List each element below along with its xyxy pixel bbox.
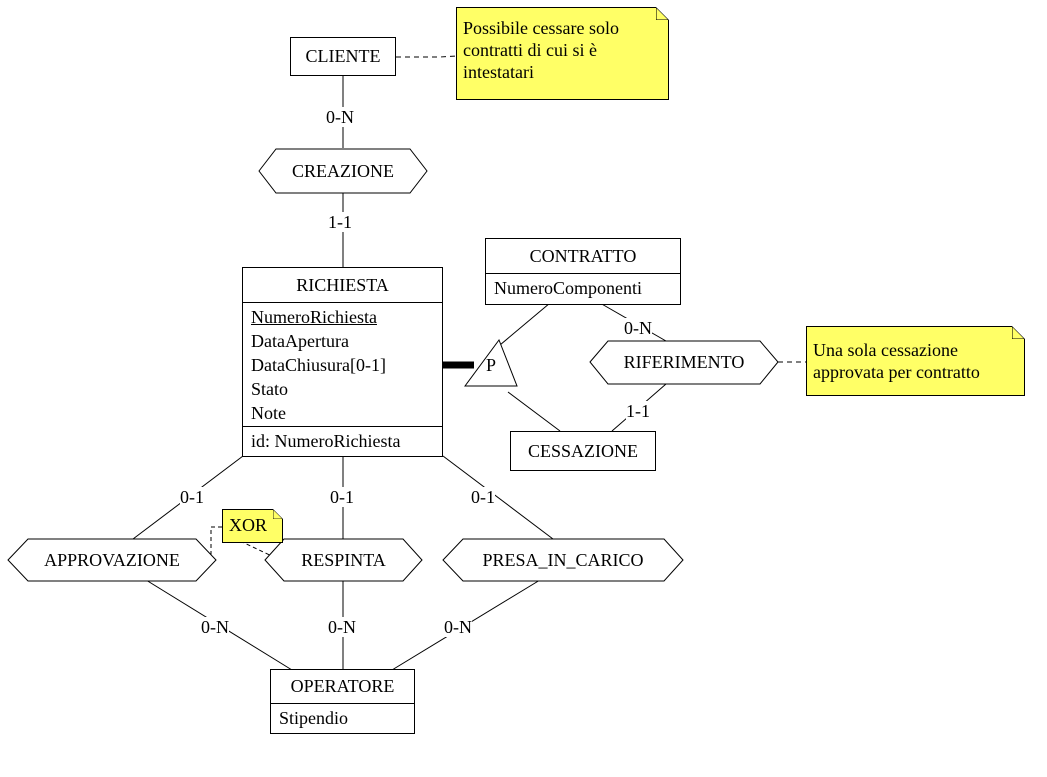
note-fold-icon bbox=[1012, 326, 1025, 339]
relationship-riferimento[interactable]: RIFERIMENTO bbox=[623, 352, 745, 372]
presa-shape bbox=[442, 538, 684, 582]
creazione-shape bbox=[258, 148, 428, 194]
note-line: contratti di cui si è bbox=[463, 40, 597, 60]
entity-contratto[interactable]: CONTRATTO NumeroComponenti bbox=[485, 238, 681, 305]
link-cliente-note bbox=[396, 55, 457, 58]
approvazione-shape bbox=[7, 538, 217, 582]
entity-richiesta-identifier: id: NumeroRichiesta bbox=[243, 426, 442, 455]
attribute: Note bbox=[251, 403, 286, 423]
cardinality-label: 1-1 bbox=[626, 401, 650, 421]
cardinality-label: 0-N bbox=[201, 617, 229, 637]
note-cliente[interactable]: Possibile cessare solo contratti di cui … bbox=[456, 7, 669, 100]
attribute: DataChiusura[0-1] bbox=[251, 355, 386, 375]
entity-contratto-title: CONTRATTO bbox=[529, 246, 637, 266]
cardinality-label: 0-1 bbox=[330, 487, 354, 507]
attribute: Stato bbox=[251, 379, 289, 399]
note-line: approvata per contratto bbox=[813, 362, 980, 382]
link-richiesta-presa bbox=[442, 455, 554, 540]
note-line: XOR bbox=[229, 515, 268, 535]
entity-cliente-title: CLIENTE bbox=[305, 46, 381, 66]
entity-operatore-attributes: Stipendio bbox=[271, 703, 414, 732]
respinta-shape bbox=[264, 538, 423, 582]
note-fold-icon bbox=[656, 7, 669, 20]
entity-richiesta[interactable]: RICHIESTA NumeroRichiesta DataApertura D… bbox=[242, 267, 443, 457]
relationship-creazione[interactable]: CREAZIONE bbox=[292, 161, 394, 181]
entity-cliente[interactable]: CLIENTE bbox=[290, 37, 396, 76]
note-riferimento[interactable]: Una sola cessazione approvata per contra… bbox=[806, 326, 1025, 396]
relationship-presa-in-carico[interactable]: PRESA_IN_CARICO bbox=[482, 550, 644, 570]
generalization-triangle bbox=[464, 338, 518, 387]
link-xor-approvazione bbox=[210, 526, 222, 562]
entity-cessazione[interactable]: CESSAZIONE bbox=[510, 431, 656, 471]
note-fold-icon bbox=[273, 509, 283, 519]
cardinality-label: 0-N bbox=[624, 318, 652, 338]
generalization-label: P bbox=[485, 355, 496, 375]
attribute-primary-key: NumeroRichiesta bbox=[251, 307, 377, 327]
attribute: NumeroComponenti bbox=[494, 278, 642, 298]
attribute: Stipendio bbox=[279, 708, 349, 728]
cardinality-label: 0-N bbox=[328, 617, 356, 637]
cardinality-label: 0-1 bbox=[471, 487, 495, 507]
note-line: Una sola cessazione bbox=[813, 340, 958, 360]
relationship-respinta[interactable]: RESPINTA bbox=[301, 550, 386, 570]
link-generalization-cessazione bbox=[507, 391, 561, 432]
cardinality-label: 1-1 bbox=[328, 212, 352, 232]
identifier: id: NumeroRichiesta bbox=[251, 431, 401, 451]
entity-operatore[interactable]: OPERATORE Stipendio bbox=[270, 669, 415, 734]
note-line: intestatari bbox=[463, 62, 534, 82]
entity-contratto-attributes: NumeroComponenti bbox=[486, 273, 680, 302]
cardinality-label: 0-1 bbox=[180, 487, 204, 507]
riferimento-shape bbox=[589, 340, 779, 385]
link-generalization-contratto bbox=[499, 302, 551, 346]
note-xor[interactable]: XOR bbox=[222, 509, 283, 543]
note-line: Possibile cessare solo bbox=[463, 18, 619, 38]
entity-richiesta-title: RICHIESTA bbox=[296, 275, 389, 295]
entity-richiesta-attributes: NumeroRichiesta DataApertura DataChiusur… bbox=[243, 302, 442, 426]
entity-operatore-title: OPERATORE bbox=[290, 676, 395, 696]
cardinality-label: 0-N bbox=[326, 107, 354, 127]
entity-cessazione-title: CESSAZIONE bbox=[527, 441, 638, 461]
cardinality-label: 0-N bbox=[444, 617, 472, 637]
attribute: DataApertura bbox=[251, 331, 349, 351]
relationship-approvazione[interactable]: APPROVAZIONE bbox=[44, 550, 180, 570]
